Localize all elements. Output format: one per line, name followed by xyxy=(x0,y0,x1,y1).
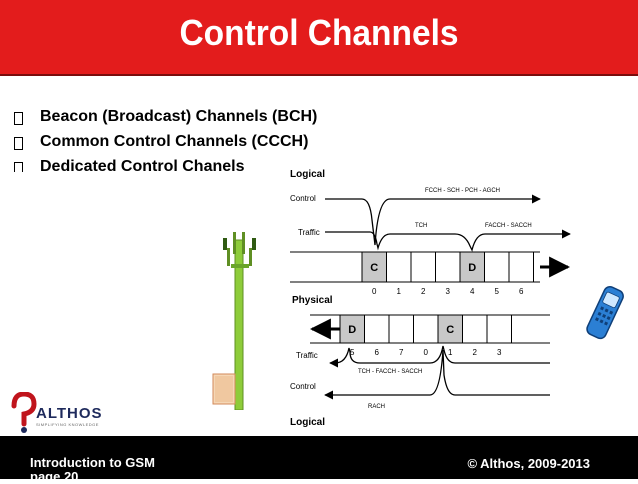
downlink-slot-label: C xyxy=(370,262,378,274)
uplink-frame: D 5 6 7 0 C 1 2 3 xyxy=(339,314,512,357)
uplink-slot xyxy=(364,314,390,344)
uplink-slot-number: 2 xyxy=(473,348,478,357)
mobile-phone-icon xyxy=(586,286,624,340)
bullet-icon xyxy=(14,162,23,172)
bullet-icon xyxy=(14,112,23,125)
title-bar: Control Channels xyxy=(0,0,638,76)
label-facch-top: FACCH - SACCH xyxy=(485,223,532,229)
label-logical-top: Logical xyxy=(290,169,325,180)
uplink-slot xyxy=(388,314,414,344)
bullet-item: Common Control Channels (CCCH) xyxy=(14,133,344,155)
label-traffic-bottom: Traffic xyxy=(296,351,318,360)
label-traffic-top: Traffic xyxy=(298,228,320,237)
downlink-slot-number: 1 xyxy=(397,287,402,296)
uplink-slot-number: 7 xyxy=(399,348,404,357)
downlink-slot xyxy=(508,251,534,283)
althos-logo: ALTHOS SIMPLIFYING KNOWLEDGE xyxy=(8,392,118,434)
downlink-slot xyxy=(484,251,510,283)
logo-word: ALTHOS xyxy=(36,405,103,422)
label-physical: Physical xyxy=(292,295,333,306)
downlink-slot xyxy=(435,251,461,283)
uplink-slot xyxy=(413,314,439,344)
uplink-slot xyxy=(486,314,512,344)
bullet-list: Beacon (Broadcast) Channels (BCH) Common… xyxy=(14,108,344,175)
uplink-slot-label: D xyxy=(348,324,356,336)
bullet-text: Beacon (Broadcast) Channels (BCH) xyxy=(40,108,318,125)
downlink-slot xyxy=(386,251,412,283)
footer-left: Introduction to GSM page 20 xyxy=(30,456,155,484)
uplink-slot xyxy=(437,314,463,344)
downlink-slot xyxy=(459,251,485,283)
downlink-slot xyxy=(361,251,387,283)
bullet-item: Dedicated Control Chanels xyxy=(14,158,344,172)
uplink-slot xyxy=(339,314,365,344)
uplink-slot-number: 1 xyxy=(448,348,453,357)
label-control-bottom: Control xyxy=(290,382,316,391)
bullet-item: Beacon (Broadcast) Channels (BCH) xyxy=(14,108,344,130)
control-line-top xyxy=(325,194,541,246)
bullet-icon xyxy=(14,137,23,150)
slide-title: Control Channels xyxy=(179,12,459,53)
logo-tagline: SIMPLIFYING KNOWLEDGE xyxy=(36,422,99,427)
uplink-slot-number: 0 xyxy=(424,348,429,357)
cell-tower-icon xyxy=(212,232,256,410)
downlink-slot xyxy=(410,251,436,283)
bullet-text: Common Control Channels (CCCH) xyxy=(40,133,309,150)
uplink-slot-number: 6 xyxy=(375,348,380,357)
label-control-top: Control xyxy=(290,194,316,203)
footer-bar: Introduction to GSM page 20 © Althos, 20… xyxy=(0,436,638,484)
label-logical-bottom: Logical xyxy=(290,417,325,428)
uplink-slot-label: C xyxy=(446,324,454,336)
logo-mark-icon xyxy=(11,392,37,433)
channel-diagram: Logical Control Traffic FCCH - SCH - PCH… xyxy=(290,169,571,428)
label-tch-facch-bottom: TCH - FACCH - SACCH xyxy=(358,369,422,375)
uplink-slot-number: 3 xyxy=(497,348,502,357)
label-rach: RACH xyxy=(368,404,385,410)
footer-copyright: © Althos, 2009-2013 xyxy=(467,456,590,471)
uplink-slot xyxy=(462,314,488,344)
footer-page: page 20 xyxy=(30,469,79,484)
traffic-line-top xyxy=(325,229,571,252)
control-line-bottom xyxy=(324,349,550,400)
downlink-frame: C 0 1 2 3 D 4 5 6 xyxy=(361,251,534,296)
downlink-slot-label: D xyxy=(468,262,476,274)
uplink-slot-number: 5 xyxy=(350,348,355,357)
label-tch-top: TCH xyxy=(415,223,427,229)
label-fcch: FCCH - SCH - PCH - AGCH xyxy=(425,188,500,194)
downlink-slot-number: 0 xyxy=(372,287,377,296)
downlink-slot-number: 5 xyxy=(495,287,500,296)
footer-course: Introduction to GSM xyxy=(30,455,155,470)
traffic-line-bottom xyxy=(329,345,550,368)
downlink-slot-number: 4 xyxy=(470,287,475,296)
downlink-slot-number: 3 xyxy=(446,287,451,296)
downlink-slot-number: 6 xyxy=(519,287,524,296)
downlink-slot-number: 2 xyxy=(421,287,426,296)
bullet-text: Dedicated Control Chanels xyxy=(40,158,245,172)
